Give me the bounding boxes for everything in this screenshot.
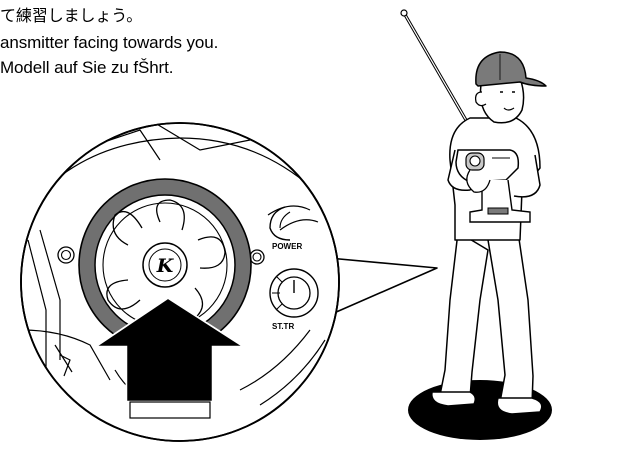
steering-trim-label: ST.TR bbox=[272, 322, 294, 331]
right-leg bbox=[488, 232, 533, 404]
wheel-logo: K bbox=[156, 255, 175, 277]
screw-bolt-right bbox=[250, 250, 264, 264]
screw-bolt-left bbox=[58, 247, 74, 263]
left-shoe bbox=[432, 392, 476, 406]
left-leg bbox=[440, 232, 488, 398]
steering-trim-dial bbox=[270, 269, 318, 317]
baseball-cap bbox=[476, 52, 546, 86]
right-shoe bbox=[497, 398, 542, 414]
person-figure bbox=[401, 10, 552, 440]
head bbox=[476, 52, 546, 123]
magnified-detail-circle: K POWER ST.TR bbox=[20, 118, 339, 441]
power-label: POWER bbox=[272, 242, 302, 251]
